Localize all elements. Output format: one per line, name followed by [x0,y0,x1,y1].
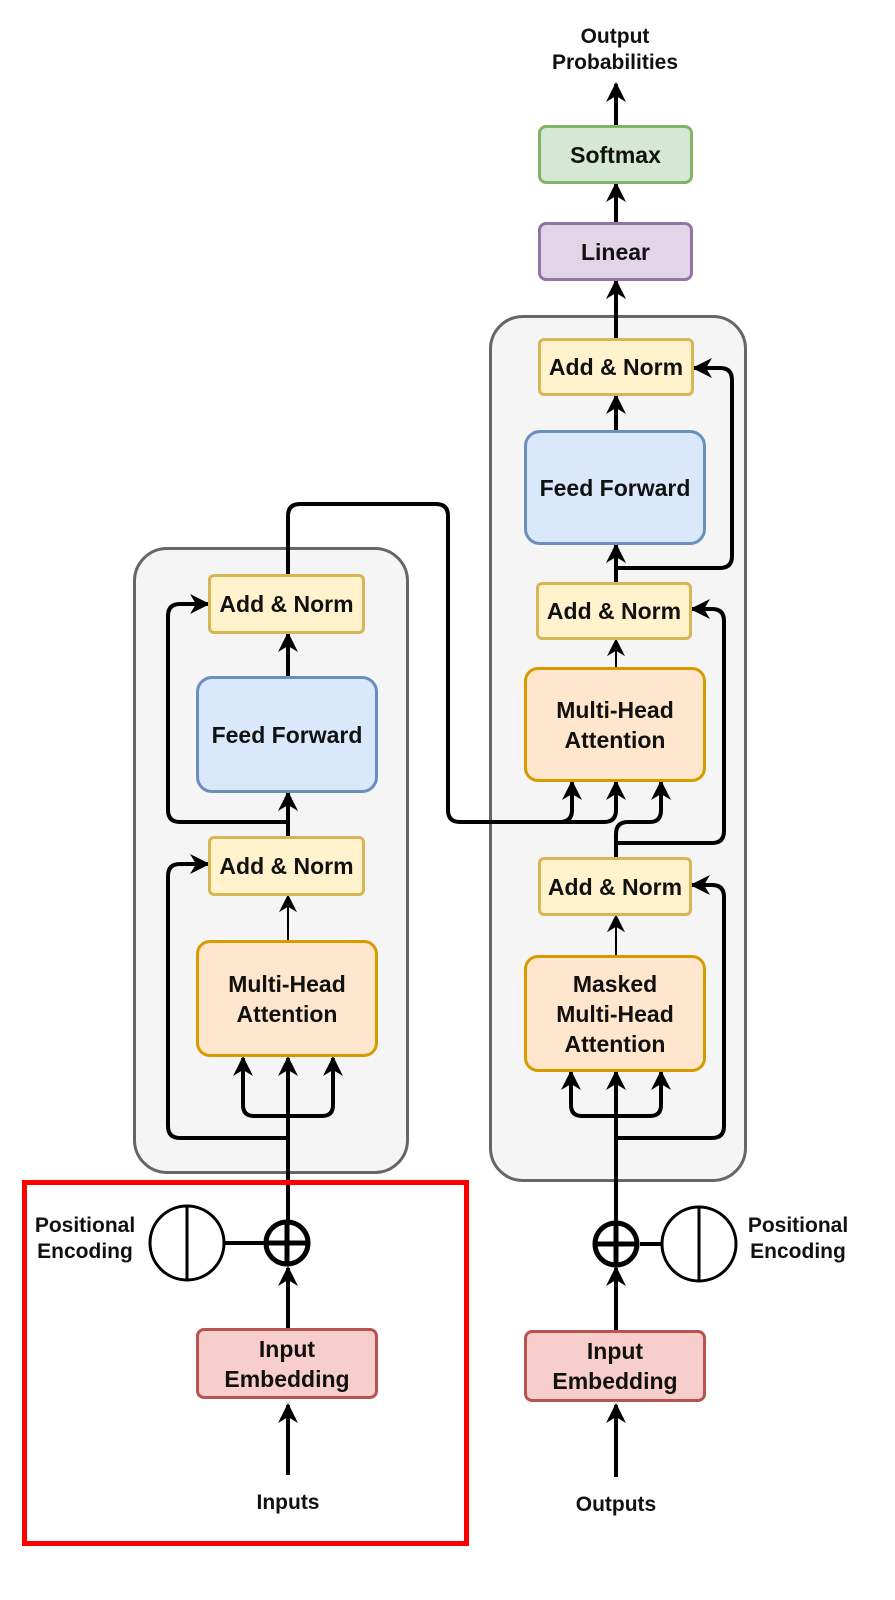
decoder-input-embedding: Input Embedding [524,1330,706,1402]
decoder-feed-forward: Feed Forward [524,430,706,545]
encoder-output-to-decoder-k [560,780,626,824]
encoder-attn-input-k [233,1056,288,1118]
decoder-masked-input-q [616,1070,671,1118]
softmax-block: Softmax [538,125,693,184]
encoder-add-norm-bottom: Add & Norm [208,836,365,896]
linear-block: Linear [538,222,693,281]
decoder-addnorm-to-attn-q [614,780,671,857]
decoder-add-norm-middle: Add & Norm [536,582,692,640]
decoder-positional-encoding-icon [660,1205,738,1283]
outputs-label: Outputs [575,1493,657,1516]
encoder-add-norm-top: Add & Norm [208,574,365,634]
inputs-label: Inputs [256,1491,320,1514]
encoder-residual-1 [166,854,288,1140]
encoder-positional-encoding-icon [148,1204,226,1282]
output-probabilities-label: Output Probabilities [551,25,679,75]
decoder-sum-node [592,1220,640,1268]
encoder-feed-forward: Feed Forward [196,676,378,793]
encoder-input-embedding: Input Embedding [196,1328,378,1399]
decoder-residual-3 [616,358,734,570]
decoder-multi-head-attention: Multi-Head Attention [524,667,706,782]
decoder-add-norm-bottom: Add & Norm [538,857,692,916]
encoder-sum-node [263,1219,311,1267]
encoder-attn-input-q [288,1056,343,1118]
encoder-multi-head-attention: Multi-Head Attention [196,940,378,1057]
highlight-box [22,1180,469,1546]
encoder-residual-2 [166,594,288,824]
decoder-residual-2 [616,599,726,845]
decoder-add-norm-top: Add & Norm [538,338,694,396]
decoder-positional-encoding-label: Positional Encoding [747,1214,849,1264]
decoder-masked-multi-head-attention: Masked Multi-Head Attention [524,955,706,1072]
decoder-residual-1 [616,875,726,1140]
decoder-masked-input-k [561,1070,616,1118]
encoder-positional-encoding-label: Positional Encoding [34,1214,136,1264]
